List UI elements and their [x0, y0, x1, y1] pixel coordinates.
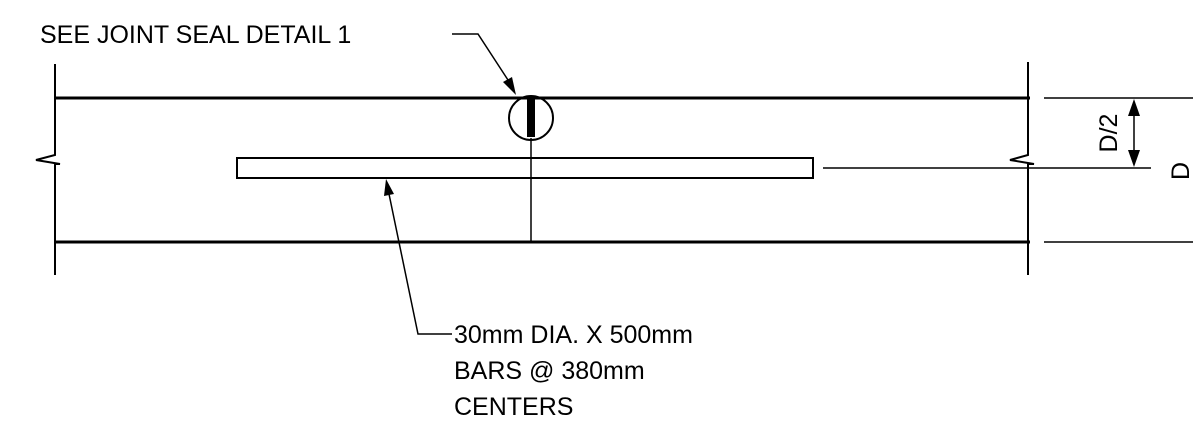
dowel-bar	[236, 157, 814, 179]
half-depth-arrow-down	[1128, 150, 1140, 167]
joint-seal-arrowhead	[503, 77, 516, 95]
half-depth-arrow-up	[1128, 99, 1140, 116]
right-break-line	[1009, 62, 1035, 275]
half-depth-label: D/2	[1095, 114, 1123, 153]
bar-note-line-3: CENTERS	[454, 393, 573, 421]
joint-seal	[508, 95, 554, 141]
joint-seal-callout-label: SEE JOINT SEAL DETAIL 1	[40, 21, 351, 49]
bar-note-leader	[388, 193, 452, 335]
joint-seal-filler	[527, 99, 535, 137]
joint-seal-leader	[452, 33, 509, 81]
bar-note-line-1: 30mm DIA. X 500mm	[454, 321, 693, 349]
left-break-line	[35, 64, 61, 275]
bar-note-arrowhead	[384, 179, 394, 196]
detail-circle	[508, 95, 554, 141]
concrete-slab	[55, 96, 1030, 244]
dimension-lines: D/2 D	[823, 97, 1193, 243]
bar-note-line-2: BARS @ 380mm	[454, 357, 645, 385]
depth-label: D	[1167, 162, 1193, 180]
